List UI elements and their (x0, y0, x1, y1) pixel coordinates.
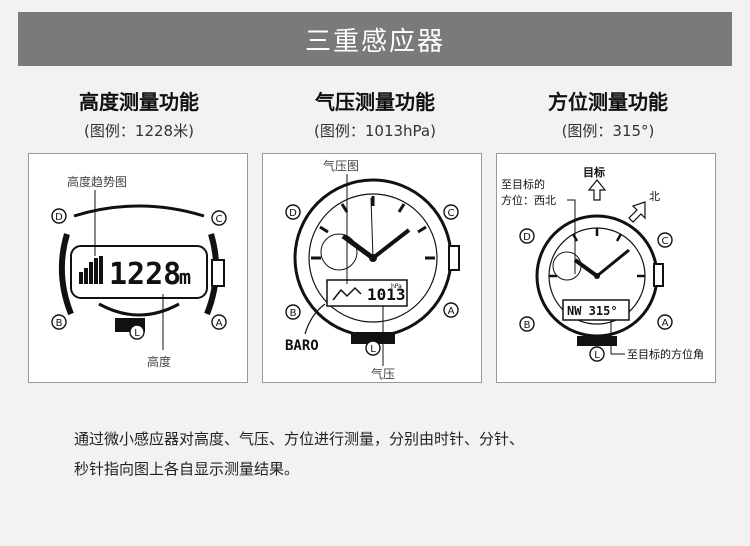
compass-watch-diagram: NW 315° 目标 北 至目标的 方位：西北 至目标的方位角 D C B A … (501, 165, 704, 362)
button-a-icon (443, 302, 459, 318)
baro-label: BARO (285, 338, 319, 354)
graph-label: 气压图 (323, 158, 359, 173)
button-l-icon (589, 346, 605, 362)
button-c-label: C (448, 208, 455, 219)
button-c-label: C (216, 214, 223, 225)
barometer-title: 气压测量功能 (315, 90, 435, 114)
sub-dial (320, 233, 358, 271)
watch-buttons (285, 204, 459, 356)
lcd-screen (70, 245, 208, 299)
button-b-label: B (524, 320, 531, 331)
bearing-value: NW 315° (567, 304, 618, 318)
button-b-icon (285, 304, 301, 320)
caption-line-1: 通过微小感应器对高度、气压、方位进行测量，分别由时针、分针、 (74, 430, 525, 448)
button-b-icon (519, 316, 535, 332)
barometer-panel: 1013 hPa D C B A L 气压图 BARO 气压 (262, 153, 482, 383)
north-arrow-icon (628, 201, 646, 223)
altitude-unit: m (179, 265, 191, 289)
button-c-label: C (662, 236, 669, 247)
bearing-label-line2: 方位：西北 (501, 193, 556, 207)
button-a-icon (657, 314, 673, 330)
button-a-label: A (448, 306, 455, 317)
strap-lug (577, 336, 617, 346)
button-d-label: D (55, 212, 63, 223)
strap-lug (351, 332, 395, 344)
hour-markers (549, 228, 645, 278)
button-d-label: D (523, 232, 531, 243)
crown (448, 245, 460, 271)
section-banner: 三重感应器 (18, 12, 732, 66)
north-label: 北 (649, 190, 660, 203)
target-label: 目标 (583, 165, 605, 179)
lcd-screen (562, 299, 630, 321)
button-d-icon (51, 208, 67, 224)
button-l-label: L (370, 344, 376, 355)
hand-pivot (594, 273, 600, 279)
altitude-watch-diagram: 1228 m D C B A L 高度趋势图 高度 (51, 174, 227, 369)
hour-hand (341, 233, 375, 261)
pressure-graph-line (332, 286, 362, 301)
button-d-icon (519, 228, 535, 244)
altitude-value: 1228 (109, 257, 181, 292)
barometer-watch-diagram: 1013 hPa D C B A L 气压图 BARO 气压 (285, 158, 460, 381)
button-l-label: L (134, 328, 140, 339)
button-b-label: B (56, 318, 63, 329)
button-b-label: B (290, 308, 297, 319)
angle-leader-line (610, 320, 625, 355)
crown (211, 259, 225, 287)
lcd-screen (326, 279, 408, 307)
pressure-unit: hPa (391, 283, 402, 290)
bezel-bottom-arc (98, 302, 180, 317)
minute-hand (371, 228, 411, 260)
baro-leader-line (304, 303, 326, 335)
angle-label: 至目标的方位角 (627, 347, 704, 361)
altitude-example: (图例：1228米) (84, 122, 194, 140)
barometer-example: (图例：1013hPa) (314, 122, 436, 140)
hand-pivot (369, 254, 377, 262)
watch-buttons (51, 208, 227, 340)
button-d-icon (285, 204, 301, 220)
hour-hand (573, 258, 599, 278)
target-arrow-icon (587, 179, 607, 201)
altitude-label: 高度 (147, 354, 171, 369)
button-c-icon (443, 204, 459, 220)
button-c-icon (657, 232, 673, 248)
crown (653, 263, 664, 287)
pressure-value: 1013 (367, 285, 406, 304)
altitude-trend-bars (79, 256, 103, 284)
bezel-top-arc (73, 204, 205, 218)
button-l-label: L (594, 350, 600, 361)
altitude-title: 高度测量功能 (79, 90, 199, 114)
button-l-icon (129, 324, 145, 340)
button-l-icon (365, 340, 381, 356)
banner-title: 三重感应器 (304, 26, 445, 57)
bezel-left-arc (58, 233, 74, 316)
altitude-panel: 1228 m D C B A L 高度趋势图 高度 (28, 153, 248, 383)
watch-buttons (519, 228, 673, 362)
button-a-label: A (216, 318, 223, 329)
pressure-label: 气压 (371, 366, 395, 381)
trend-label: 高度趋势图 (67, 174, 127, 189)
second-hand (370, 197, 374, 259)
hour-markers (311, 196, 435, 260)
bearing-leader-line (567, 199, 576, 274)
button-a-label: A (662, 318, 669, 329)
bearing-label-line1: 至目标的 (501, 177, 545, 191)
minute-hand (596, 248, 630, 278)
button-c-icon (211, 210, 227, 226)
button-d-label: D (289, 208, 297, 219)
sub-dial (552, 251, 582, 281)
button-b-icon (51, 314, 67, 330)
compass-panel: NW 315° 目标 北 至目标的 方位：西北 至目标的方位角 D C B A … (496, 153, 716, 383)
compass-example: (图例：315°) (561, 122, 655, 140)
caption-line-2: 秒针指向图上各自显示测量结果。 (74, 460, 300, 478)
compass-title: 方位测量功能 (548, 90, 668, 114)
button-a-icon (211, 314, 227, 330)
